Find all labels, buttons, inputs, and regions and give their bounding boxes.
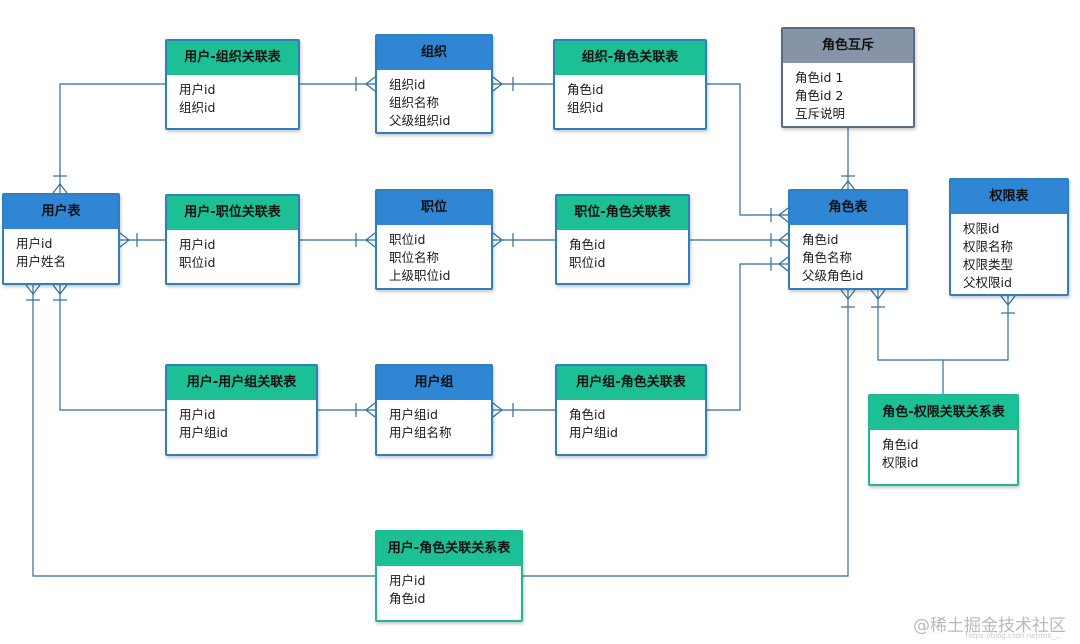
watermark-text: @稀土掘金技术社区 — [913, 616, 1066, 636]
field: 角色id 2 — [795, 88, 844, 103]
field: 职位id — [569, 255, 606, 270]
table-title: 用户-角色关联关系表 — [377, 532, 521, 566]
table-title: 组织-角色关联表 — [555, 41, 705, 75]
field: 组织id — [389, 77, 426, 92]
field: 角色id — [389, 591, 426, 606]
watermark: @稀土掘金技术社区 https://blog.csdn.net/m0_... — [913, 611, 1066, 640]
field: 用户id — [179, 407, 216, 422]
field: 用户组id — [389, 407, 438, 422]
connector-user-to-user-role — [32, 285, 375, 577]
field: 组织id — [567, 100, 604, 115]
connector-user-to-user-org — [59, 83, 165, 193]
connector-user-role-to-role — [523, 290, 849, 577]
field: 父级组织id — [389, 113, 451, 128]
table-user-org: 用户-组织关联表 用户id 组织id — [165, 39, 300, 130]
table-title: 用户-职位关联表 — [167, 196, 298, 230]
field: 上级职位id — [389, 268, 451, 283]
table-org: 组织 组织id 组织名称 父级组织id — [375, 34, 493, 134]
field: 角色名称 — [802, 250, 853, 265]
field: 用户id — [179, 237, 216, 252]
field: 用户id — [389, 573, 426, 588]
table-title: 职位-角色关联表 — [557, 196, 688, 230]
table-role-permission: 角色-权限关联关系表 角色id 权限id — [868, 394, 1019, 486]
connector-usergroup-role-to-role — [707, 263, 788, 411]
watermark-url: https://blog.csdn.net/m0_... — [965, 632, 1062, 640]
connector-user-to-user-usergroup — [59, 285, 165, 411]
table-user: 用户表 用户id 用户姓名 — [2, 193, 120, 285]
connector-org-role-to-role — [707, 83, 788, 216]
table-title: 职位 — [377, 191, 491, 225]
field: 用户id — [179, 82, 216, 97]
table-usergroup-role: 用户组-角色关联表 角色id 用户组id — [555, 364, 707, 456]
table-position: 职位 职位id 职位名称 上级职位id — [375, 189, 493, 290]
table-position-role: 职位-角色关联表 角色id 职位id — [555, 194, 690, 285]
table-usergroup: 用户组 用户组id 用户组名称 — [375, 364, 493, 456]
field: 用户组id — [569, 425, 618, 440]
table-title: 组织 — [377, 36, 491, 70]
table-user-role: 用户-角色关联关系表 用户id 角色id — [375, 530, 523, 622]
table-role-mutex: 角色互斥 角色id 1 角色id 2 互斥说明 — [781, 27, 915, 128]
field: 父权限id — [963, 275, 1012, 290]
field: 职位名称 — [389, 250, 440, 265]
field: 权限id — [882, 455, 919, 470]
field: 用户组id — [179, 425, 228, 440]
field: 角色id — [802, 232, 839, 247]
table-title: 权限表 — [951, 180, 1067, 214]
field: 角色id — [569, 407, 606, 422]
field: 权限名称 — [963, 239, 1014, 254]
field: 用户姓名 — [16, 254, 67, 269]
table-permission: 权限表 权限id 权限名称 权限类型 父权限id — [949, 178, 1069, 296]
field: 角色id — [882, 437, 919, 452]
table-user-position: 用户-职位关联表 用户id 职位id — [165, 194, 300, 285]
table-title: 角色互斥 — [783, 29, 913, 63]
field: 角色id 1 — [795, 70, 844, 85]
field: 权限类型 — [963, 257, 1014, 272]
table-role: 角色表 角色id 角色名称 父级角色id — [788, 189, 908, 290]
field: 职位id — [179, 255, 216, 270]
field: 角色id — [569, 237, 606, 252]
table-title: 用户-用户组关联表 — [167, 366, 316, 400]
table-title: 用户表 — [4, 195, 118, 229]
field: 互斥说明 — [795, 106, 846, 121]
table-title: 角色表 — [790, 191, 906, 225]
field: 用户组名称 — [389, 425, 452, 440]
table-title: 角色-权限关联关系表 — [870, 396, 1017, 430]
field: 用户id — [16, 236, 53, 251]
table-title: 用户组 — [377, 366, 491, 400]
field: 父级角色id — [802, 268, 864, 283]
table-org-role: 组织-角色关联表 角色id 组织id — [553, 39, 707, 130]
field: 职位id — [389, 232, 426, 247]
table-title: 用户组-角色关联表 — [557, 366, 705, 400]
field: 组织id — [179, 100, 216, 115]
field: 组织名称 — [389, 95, 440, 110]
field: 角色id — [567, 82, 604, 97]
table-user-usergroup: 用户-用户组关联表 用户id 用户组id — [165, 364, 318, 456]
connector-role-to-role-permission — [877, 290, 1009, 361]
table-title: 用户-组织关联表 — [167, 41, 298, 75]
field: 权限id — [963, 221, 1000, 236]
